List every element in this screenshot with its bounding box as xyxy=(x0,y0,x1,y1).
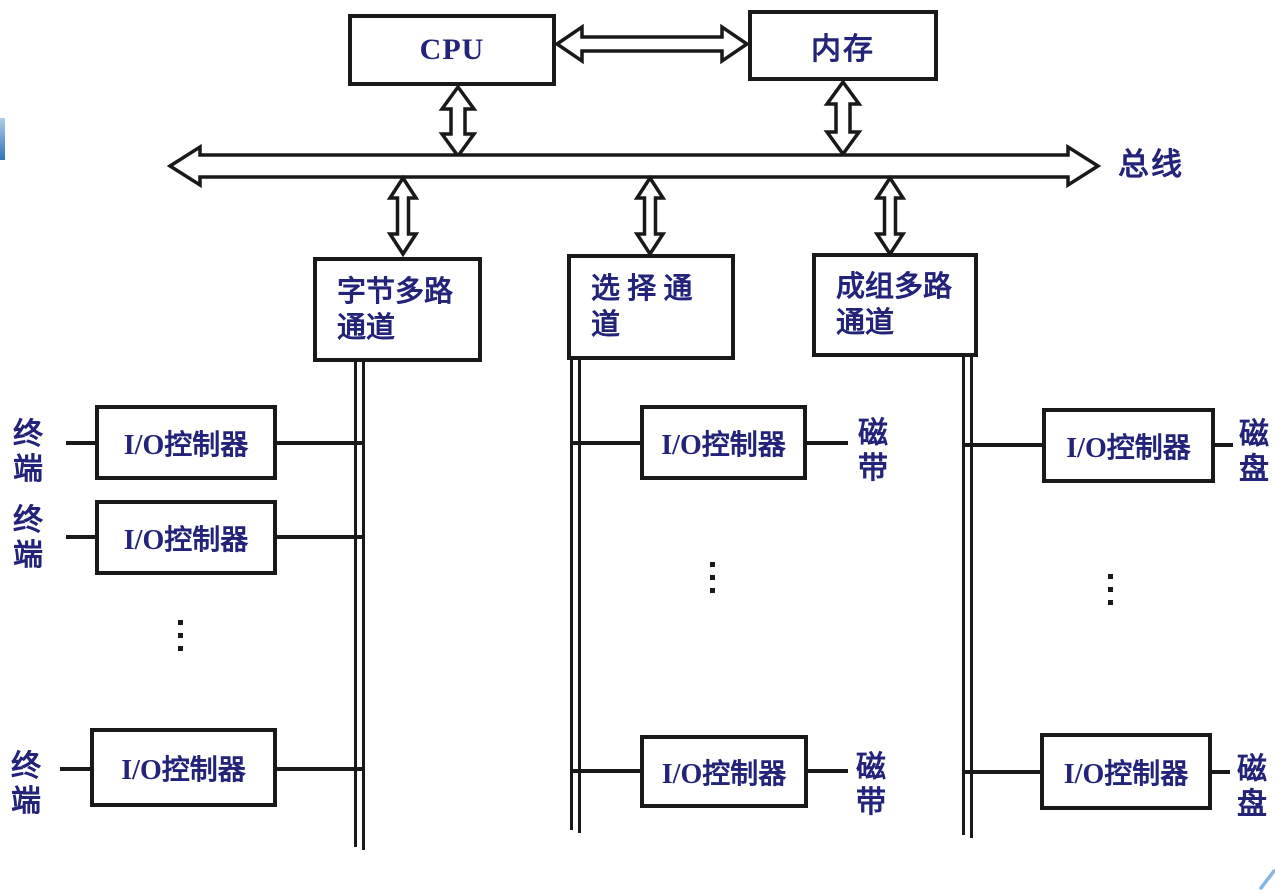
vertical-ellipsis-icon xyxy=(710,562,715,593)
byte-multiplexer-channel-label: 字节多路 通道 xyxy=(337,275,454,344)
memory-label: 内存 xyxy=(811,32,875,66)
io-controller-box: I/O控制器 xyxy=(95,500,277,575)
left-accent-bar xyxy=(0,118,5,160)
cpu-memory-arrow xyxy=(553,23,751,65)
selector-channel-label: 选 择 通 道 xyxy=(591,273,693,341)
terminal-label: 终端 xyxy=(13,504,43,572)
bus-label: 总线 xyxy=(1118,147,1184,182)
bus-channel-arrow-3 xyxy=(873,174,907,258)
bus-channel-arrow-2 xyxy=(633,174,667,258)
bus-arrow xyxy=(166,143,1102,189)
byte-multiplexer-channel-box: 字节多路 通道 xyxy=(313,257,482,362)
cpu-label: CPU xyxy=(419,33,485,66)
block-multiplexer-channel-label: 成组多路 通道 xyxy=(836,271,953,339)
vertical-ellipsis-icon xyxy=(1108,574,1113,605)
io-controller-box: I/O控制器 xyxy=(90,728,277,807)
channel-cable-1 xyxy=(354,362,365,850)
io-controller-label: I/O控制器 xyxy=(661,429,786,461)
channel-cable-3 xyxy=(962,357,973,838)
terminal-label: 终端 xyxy=(11,750,41,818)
io-controller-box: I/O控制器 xyxy=(1040,733,1212,810)
cpu-bus-arrow xyxy=(438,84,478,159)
io-controller-label: I/O控制器 xyxy=(121,754,246,786)
memory-box: 内存 xyxy=(748,10,938,81)
bus-channel-arrow-1 xyxy=(386,174,420,258)
vertical-ellipsis-icon xyxy=(178,620,183,651)
stray-blue-mark xyxy=(1259,869,1275,890)
tape-label: 磁带 xyxy=(856,751,886,819)
io-controller-label: I/O控制器 xyxy=(1063,758,1189,790)
cpu-box: CPU xyxy=(348,14,556,86)
memory-bus-arrow xyxy=(823,79,863,157)
io-controller-box: I/O控制器 xyxy=(1042,408,1215,483)
io-controller-label: I/O控制器 xyxy=(123,429,249,461)
io-controller-box: I/O控制器 xyxy=(95,405,277,480)
terminal-label: 终端 xyxy=(13,418,43,486)
block-multiplexer-channel-box: 成组多路 通道 xyxy=(812,253,978,357)
io-controller-box: I/O控制器 xyxy=(640,405,807,480)
io-controller-label: I/O控制器 xyxy=(661,758,787,790)
disk-label: 磁盘 xyxy=(1239,418,1269,486)
selector-channel-box: 选 择 通 道 xyxy=(567,254,735,360)
io-controller-label: I/O控制器 xyxy=(123,524,249,556)
disk-label: 磁盘 xyxy=(1237,753,1267,821)
io-controller-label: I/O控制器 xyxy=(1066,432,1191,464)
tape-label: 磁带 xyxy=(858,417,888,485)
channel-cable-2 xyxy=(570,360,581,833)
io-controller-box: I/O控制器 xyxy=(640,735,808,808)
